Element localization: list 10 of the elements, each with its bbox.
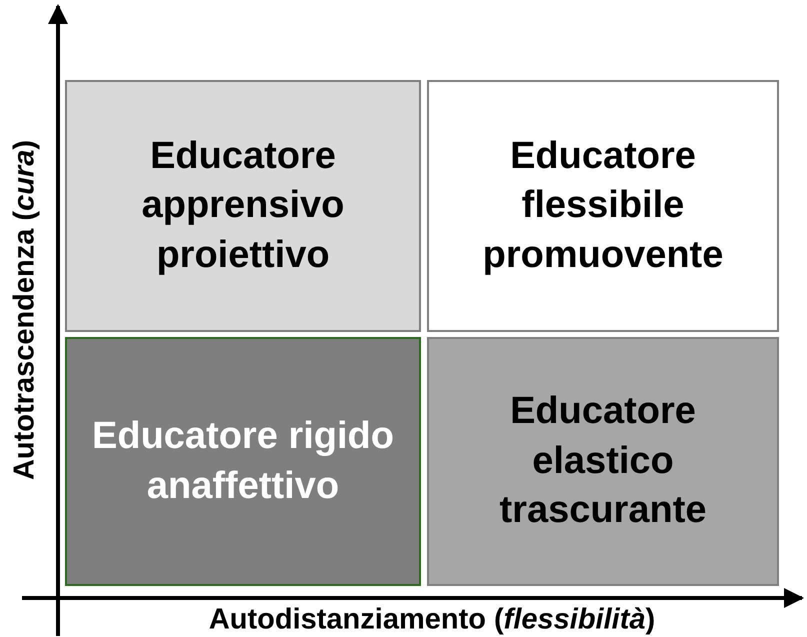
quadrant-box [427,80,779,332]
quadrant-label: Educatore flessibile promuovente [482,134,724,278]
quadrant-label: Educatore elastico trascurante [498,389,708,534]
quadrant-label: Educatore apprensivo proiettivo [140,134,346,278]
axis-label: Autodistanziamento (flessibilità) [208,604,656,636]
quadrant-box [65,80,421,332]
quadrant-box [65,337,421,586]
quadrant-box [427,337,779,586]
quadrant-label: Educatore rigido anaffettivo [91,414,395,508]
axis-label: Autotrascendenza (cura) [8,140,42,480]
